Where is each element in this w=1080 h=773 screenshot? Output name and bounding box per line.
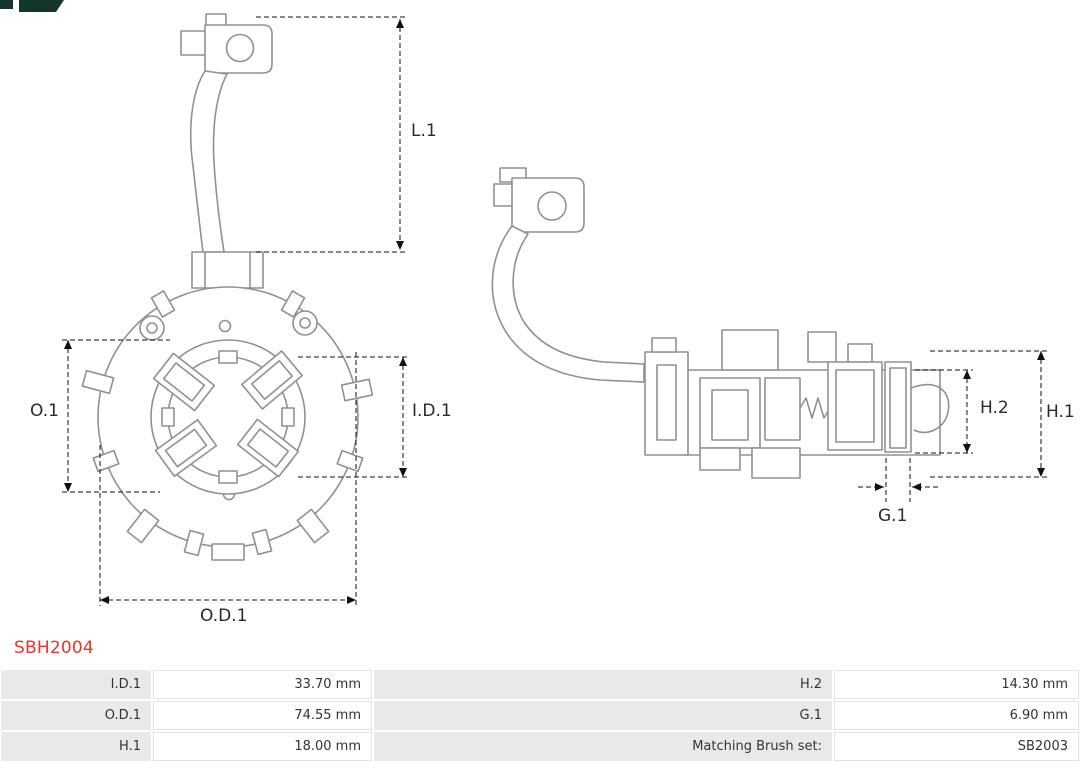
spec-label-matching-set: Matching Brush set: xyxy=(374,732,832,761)
dim-label-g1: G.1 xyxy=(878,506,908,526)
spec-label-od1: O.D.1 xyxy=(1,701,151,730)
lead-wire xyxy=(189,70,228,253)
terminal-bracket xyxy=(180,13,273,74)
dim-label-l1: L.1 xyxy=(411,121,437,141)
holder-side-body xyxy=(644,329,950,479)
dim-l1 xyxy=(256,16,407,253)
dim-id1 xyxy=(298,356,410,478)
part-number: SBH2004 xyxy=(14,638,94,658)
dim-label-id1: I.D.1 xyxy=(412,401,452,421)
spec-value-id1: 33.70 mm xyxy=(153,670,372,699)
dim-label-od1: O.D.1 xyxy=(200,606,248,626)
spec-value-h2: 14.30 mm xyxy=(834,670,1079,699)
spec-label-g1: G.1 xyxy=(374,701,832,730)
dim-od1 xyxy=(99,352,357,606)
connector-block xyxy=(191,251,264,289)
spec-value-h1: 18.00 mm xyxy=(153,732,372,761)
dimension-lines xyxy=(62,16,1047,606)
side-view-drawing xyxy=(491,167,950,479)
dimension-arrowheads xyxy=(64,19,1045,604)
spec-label-id1: I.D.1 xyxy=(1,670,151,699)
lead-wire-side xyxy=(491,225,645,383)
dim-h2 xyxy=(915,369,973,454)
dim-o1 xyxy=(62,339,170,493)
dim-g1 xyxy=(858,458,938,502)
brush-boxes xyxy=(152,350,304,478)
front-view-drawing xyxy=(81,13,374,561)
spec-table: I.D.1 33.70 mm H.2 14.30 mm O.D.1 74.55 … xyxy=(1,670,1079,761)
technical-drawing xyxy=(0,0,1047,606)
spec-label-h2: H.2 xyxy=(374,670,832,699)
spec-value-od1: 74.55 mm xyxy=(153,701,372,730)
spec-value-g1: 6.90 mm xyxy=(834,701,1079,730)
dim-h1 xyxy=(930,350,1047,478)
dim-label-o1: O.1 xyxy=(30,401,59,421)
holder-plate xyxy=(81,286,374,561)
dim-label-h2: H.2 xyxy=(980,398,1009,418)
terminal-bracket-side xyxy=(493,167,585,233)
spec-value-matching-set: SB2003 xyxy=(834,732,1079,761)
logo-fragment xyxy=(0,0,64,12)
dim-label-h1: H.1 xyxy=(1046,402,1075,422)
spec-label-h1: H.1 xyxy=(1,732,151,761)
